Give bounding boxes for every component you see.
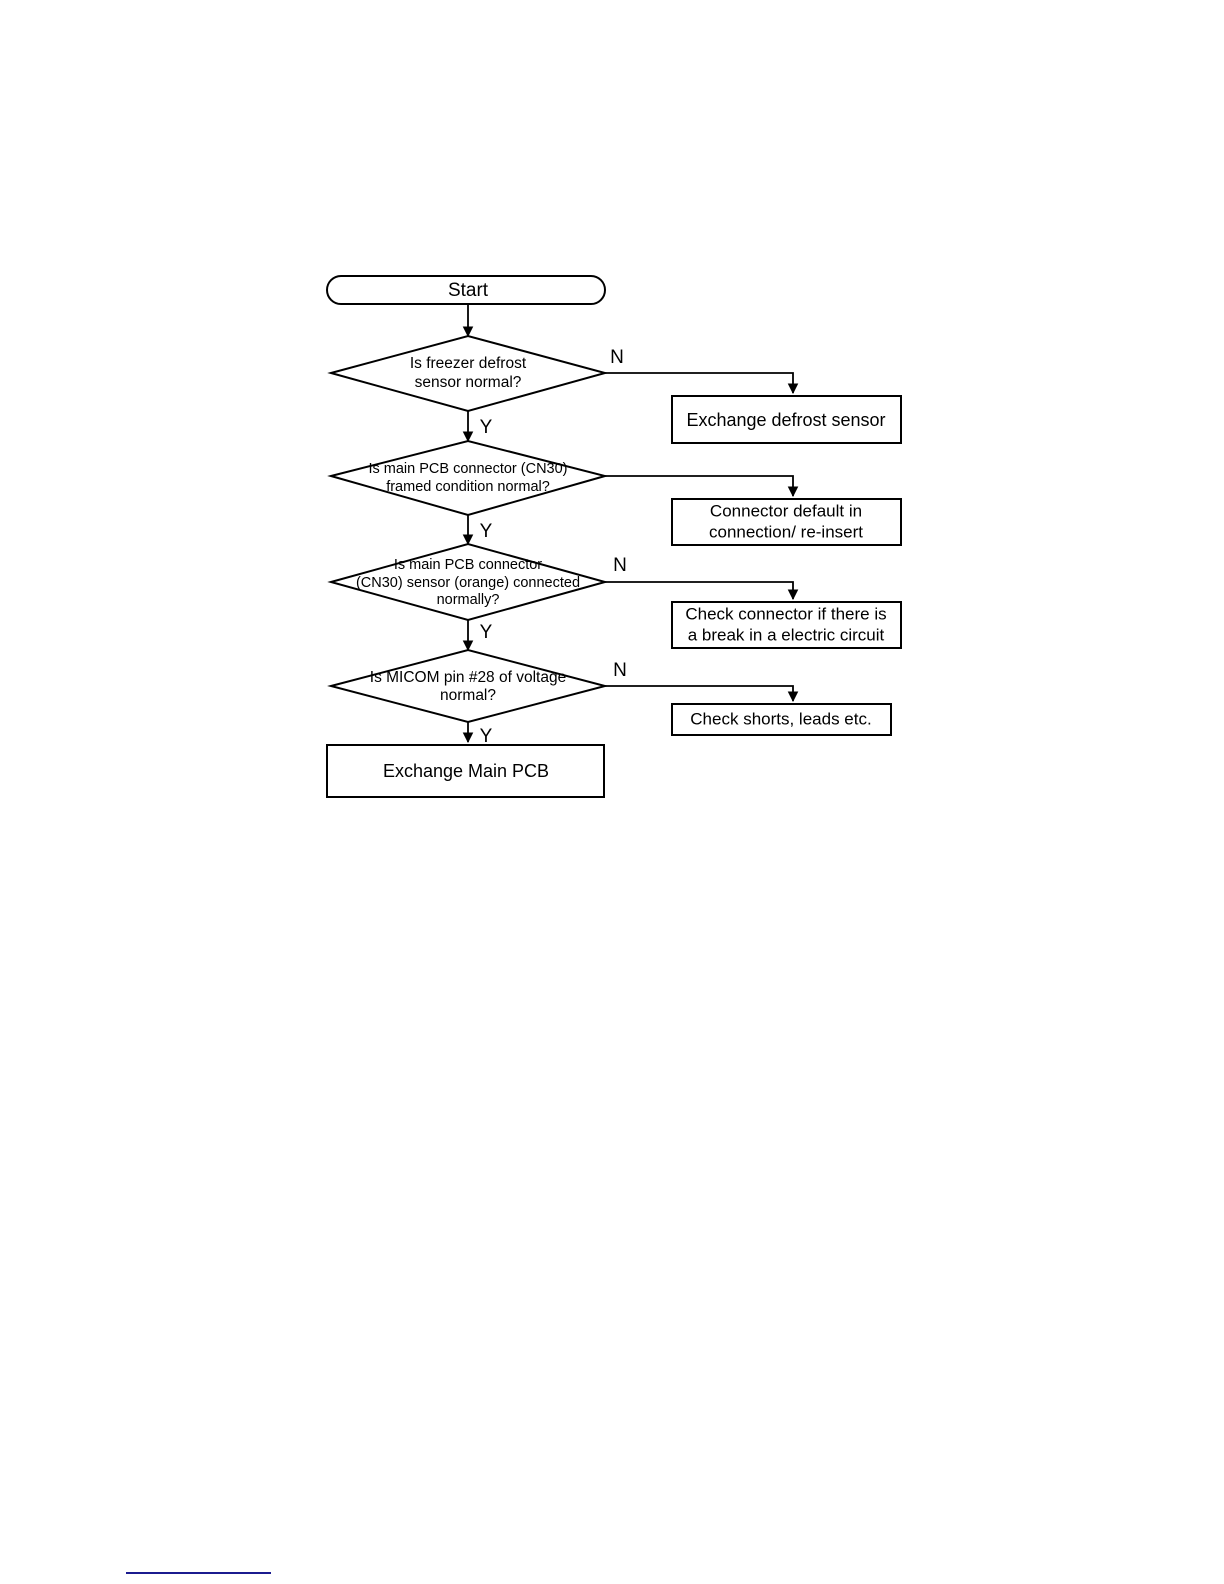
action-4-line1: Check shorts, leads etc. bbox=[690, 709, 871, 728]
connector-layer bbox=[462, 303, 799, 744]
decision-1-shape bbox=[327, 334, 609, 413]
node-action-connector-default[interactable]: Connector default in connection/ re-inse… bbox=[671, 498, 902, 546]
node-decision-freezer-defrost-sensor[interactable]: Is freezer defrost sensor normal? bbox=[327, 334, 609, 413]
decision-3-line3: normally? bbox=[437, 592, 500, 608]
decision-4-yes-label: Y bbox=[480, 726, 493, 747]
action-1-line1: Exchange defrost sensor bbox=[686, 410, 885, 430]
decision-2-yes-label: Y bbox=[480, 521, 493, 542]
decision-3-shape bbox=[327, 542, 609, 622]
action-2-line1: Connector default in bbox=[710, 501, 862, 520]
action-4-shape bbox=[671, 703, 892, 736]
decision-3-line1: Is main PCB connector bbox=[394, 557, 542, 573]
decision-3-no-label: N bbox=[613, 555, 627, 576]
decision-4-no-label: N bbox=[613, 660, 627, 681]
terminal-label: Exchange Main PCB bbox=[383, 761, 549, 781]
node-start[interactable]: Start bbox=[326, 275, 606, 305]
start-label: Start bbox=[448, 280, 489, 301]
decision-2-line1: Is main PCB connector (CN30) bbox=[368, 461, 567, 477]
node-decision-micom-pin-voltage[interactable]: Is MICOM pin #28 of voltage normal? bbox=[327, 648, 609, 724]
node-decision-connector-framed-condition[interactable]: Is main PCB connector (CN30) framed cond… bbox=[327, 439, 609, 517]
node-exchange-main-pcb[interactable]: Exchange Main PCB bbox=[326, 744, 605, 798]
decision-1-line1: Is freezer defrost bbox=[410, 355, 527, 372]
action-1-shape bbox=[671, 395, 902, 444]
decision-4-line1: Is MICOM pin #28 of voltage bbox=[370, 669, 566, 686]
node-action-exchange-defrost-sensor[interactable]: Exchange defrost sensor bbox=[671, 395, 902, 444]
terminal-shape bbox=[326, 744, 605, 798]
decision-3-yes-label: Y bbox=[480, 622, 493, 643]
decision-4-shape bbox=[327, 648, 609, 724]
connector-d2-no-to-a2 bbox=[605, 475, 799, 498]
node-action-check-shorts-leads[interactable]: Check shorts, leads etc. bbox=[671, 703, 892, 736]
action-3-line2: a break in a electric circuit bbox=[688, 625, 885, 644]
decision-4-line2: normal? bbox=[440, 687, 496, 704]
action-3-line1: Check connector if there is bbox=[685, 604, 886, 623]
decision-2-shape bbox=[327, 439, 609, 517]
action-2-line2: connection/ re-insert bbox=[709, 522, 863, 541]
footer-divider bbox=[126, 1572, 271, 1574]
connector-d3-no-to-a3 bbox=[605, 581, 799, 601]
decision-1-no-label: N bbox=[610, 347, 624, 368]
decision-3-line2: (CN30) sensor (orange) connected bbox=[356, 575, 580, 591]
action-3-shape bbox=[671, 601, 902, 649]
action-2-shape bbox=[671, 498, 902, 546]
node-action-check-connector-break[interactable]: Check connector if there is a break in a… bbox=[671, 601, 902, 649]
decision-1-yes-label: Y bbox=[480, 417, 493, 438]
connector-d1-no-to-a1 bbox=[605, 372, 799, 395]
connector-d4-no-to-a4 bbox=[605, 685, 799, 703]
decision-1-line2: sensor normal? bbox=[415, 374, 522, 391]
decision-2-line2: framed condition normal? bbox=[386, 479, 550, 495]
node-decision-connector-sensor-orange[interactable]: Is main PCB connector (CN30) sensor (ora… bbox=[327, 542, 609, 622]
start-shape bbox=[326, 275, 606, 305]
